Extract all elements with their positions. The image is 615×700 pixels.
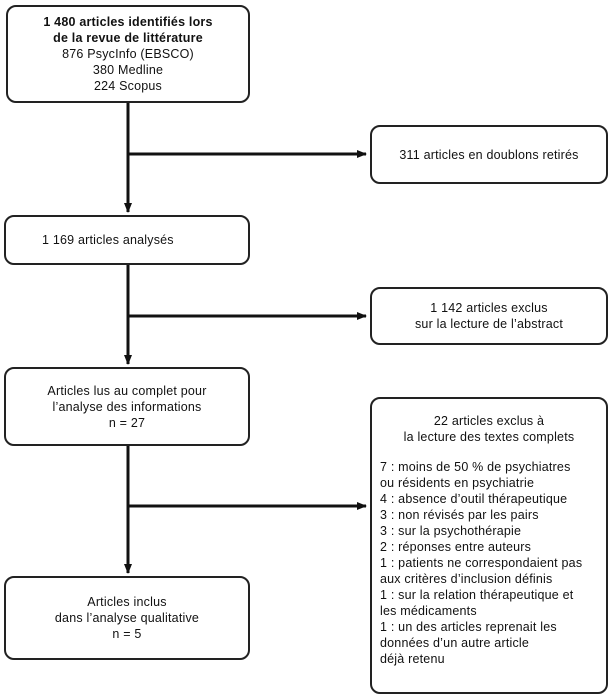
- included-line-2: dans l’analyse qualitative: [54, 611, 200, 625]
- exclusion-reason: 1 : patients ne correspondaient pas: [380, 556, 583, 570]
- full-read-count: n = 27: [108, 415, 146, 430]
- exclusion-reason: données d’un autre article: [380, 636, 530, 650]
- exclusion-reason: 2 : réponses entre auteurs: [380, 540, 532, 554]
- duplicates-removed-box: 311 articles en doublons retirés: [370, 125, 608, 184]
- analysed-text: 1 169 articles analysés: [42, 233, 174, 247]
- excluded-full-header-2: la lecture des textes complets: [403, 430, 575, 444]
- identified-title-line-1: 1 480 articles identifiés lors: [43, 15, 213, 29]
- exclusion-reason: 3 : non révisés par les pairs: [380, 508, 539, 522]
- excluded-abstract-line-1: 1 142 articles exclus: [430, 301, 548, 315]
- exclusion-reason: 4 : absence d’outil thérapeutique: [380, 492, 568, 506]
- full-read-box: Articles lus au complet pour l’analyse d…: [4, 367, 250, 446]
- exclusion-reason: 7 : moins de 50 % de psychiatres: [380, 460, 571, 474]
- excluded-abstract-line-2: sur la lecture de l’abstract: [414, 317, 564, 331]
- excluded-full-box: 22 articles exclus à la lecture des text…: [370, 397, 608, 694]
- identified-title-line-2: de la revue de littérature: [53, 31, 203, 45]
- included-box: Articles inclus dans l’analyse qualitati…: [4, 576, 250, 660]
- duplicates-removed-text: 311 articles en doublons retirés: [399, 147, 579, 162]
- exclusion-reason: 1 : sur la relation thérapeutique et: [380, 588, 574, 602]
- exclusion-reason: 3 : sur la psychothérapie: [380, 524, 522, 538]
- exclusion-reason: ou résidents en psychiatrie: [380, 476, 535, 490]
- excluded-abstract-box: 1 142 articles exclus sur la lecture de …: [370, 287, 608, 345]
- exclusion-reason: aux critères d’inclusion définis: [380, 572, 553, 586]
- identified-box: 1 480 articles identifiés lors de la rev…: [6, 5, 250, 103]
- excluded-full-spacer: [380, 445, 598, 459]
- identified-source-scopus: 224 Scopus: [93, 79, 163, 93]
- exclusion-reason: déjà retenu: [380, 652, 445, 666]
- analysed-box: 1 169 articles analysés: [4, 215, 250, 265]
- full-read-line-1: Articles lus au complet pour: [47, 383, 207, 398]
- exclusion-reason: les médicaments: [380, 604, 477, 618]
- included-line-1: Articles inclus: [87, 595, 167, 609]
- identified-source-medline: 380 Medline: [92, 63, 164, 77]
- exclusion-reason: 1 : un des articles reprenait les: [380, 620, 557, 634]
- full-read-line-2: l’analyse des informations: [52, 399, 202, 414]
- included-count: n = 5: [112, 627, 142, 641]
- identified-source-psycinfo: 876 PsycInfo (EBSCO): [62, 47, 194, 61]
- excluded-full-header-1: 22 articles exclus à: [433, 414, 545, 428]
